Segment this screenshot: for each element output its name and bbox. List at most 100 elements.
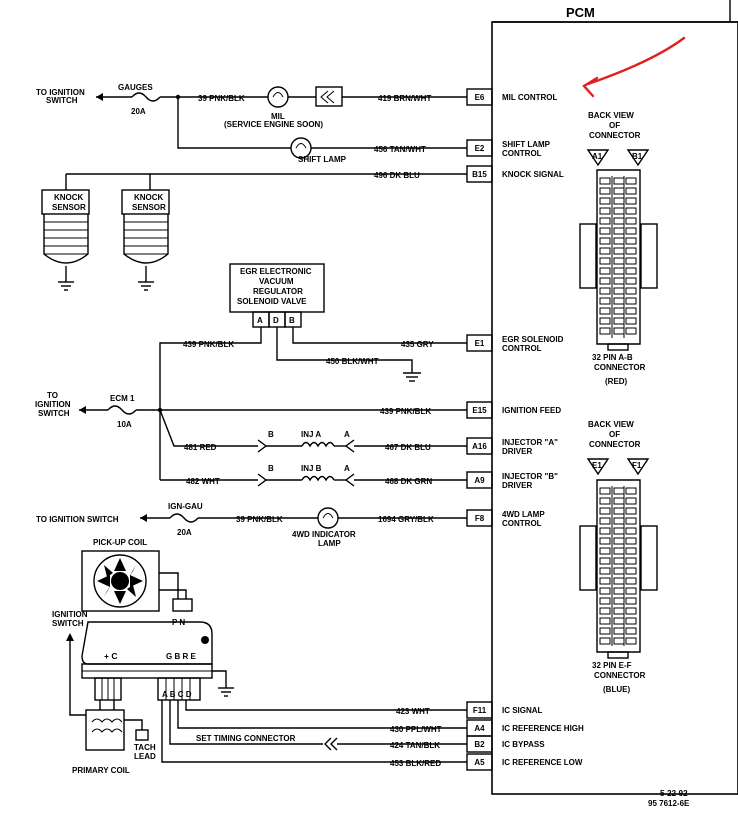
pcm-pin-label: 4WD LAMP (502, 510, 545, 519)
svg-text:B15: B15 (472, 170, 487, 179)
svg-text:32 PIN A-B: 32 PIN A-B (592, 353, 633, 362)
pcm-pin-a9: A9 INJECTOR "B"DRIVER (466, 471, 558, 490)
svg-text:PICK-UP COIL: PICK-UP COIL (93, 538, 147, 547)
svg-text:CONTROL: CONTROL (502, 519, 542, 528)
svg-text:DRIVER: DRIVER (502, 481, 532, 490)
svg-text:G B R E: G B R E (166, 652, 196, 661)
svg-text:467 DK BLU: 467 DK BLU (385, 443, 431, 452)
svg-text:LAMP: LAMP (318, 539, 341, 548)
svg-text:IGN-GAU: IGN-GAU (168, 502, 203, 511)
knock-sensor-1-icon: KNOCK SENSOR (41, 189, 90, 291)
injector-b-coil-icon (301, 475, 335, 482)
pcm-pin-label: IC REFERENCE HIGH (502, 724, 584, 733)
svg-text:424 TAN/BLK: 424 TAN/BLK (390, 741, 440, 750)
svg-text:OF: OF (609, 430, 620, 439)
pcm-pin-b15: B15 KNOCK SIGNAL (466, 165, 564, 183)
svg-text:CONTROL: CONTROL (502, 149, 542, 158)
mil-circuit: TO IGNITION SWITCH GAUGES 20A 39 PNK/BLK… (36, 83, 467, 164)
mil-lamp-icon (267, 86, 289, 108)
svg-text:B2: B2 (474, 740, 485, 749)
svg-text:IGNITION: IGNITION (35, 400, 71, 409)
fuse-icon (131, 92, 161, 102)
svg-text:39 PNK/BLK: 39 PNK/BLK (198, 94, 245, 103)
svg-text:OF: OF (609, 121, 620, 130)
svg-text:IGNITION: IGNITION (52, 610, 88, 619)
knock-sensor-2-icon: KNOCK SENSOR (121, 189, 170, 291)
svg-text:F1: F1 (632, 461, 642, 470)
svg-text:TACH: TACH (134, 743, 156, 752)
pcm-pin-label: KNOCK SIGNAL (502, 170, 564, 179)
svg-text:SWITCH: SWITCH (46, 96, 78, 105)
diagram-code: 95 7612-6E (648, 799, 690, 808)
four-wd-lamp-icon (317, 507, 339, 529)
svg-text:VACUUM: VACUUM (259, 277, 294, 286)
svg-text:E6: E6 (475, 93, 485, 102)
svg-text:439 PNK/BLK: 439 PNK/BLK (183, 340, 234, 349)
fuse-icon (169, 513, 199, 523)
to-ignition-switch-label: TO IGNITION (36, 88, 85, 97)
svg-text:E1: E1 (475, 339, 485, 348)
svg-text:KNOCK: KNOCK (54, 193, 84, 202)
svg-text:SENSOR: SENSOR (52, 203, 86, 212)
svg-text:1694 GRY/BLK: 1694 GRY/BLK (378, 515, 434, 524)
svg-text:A4: A4 (474, 724, 485, 733)
svg-text:32 PIN E-F: 32 PIN E-F (592, 661, 632, 670)
svg-text:D: D (273, 316, 279, 325)
svg-text:TO: TO (47, 391, 58, 400)
svg-text:BACK VIEW: BACK VIEW (588, 420, 634, 429)
svg-text:CONTROL: CONTROL (502, 344, 542, 353)
svg-text:REGULATOR: REGULATOR (253, 287, 303, 296)
svg-text:CONNECTOR: CONNECTOR (589, 440, 641, 449)
svg-text:456 TAN/WHT: 456 TAN/WHT (374, 145, 426, 154)
svg-text:(BLUE): (BLUE) (603, 685, 630, 694)
pcm-pin-label: SHIFT LAMP (502, 140, 551, 149)
svg-text:20A: 20A (177, 528, 192, 537)
svg-text:A16: A16 (472, 442, 487, 451)
svg-text:SET TIMING CONNECTOR: SET TIMING CONNECTOR (196, 734, 296, 743)
svg-text:A: A (344, 430, 350, 439)
pcm-pin-e6: E6 MIL CONTROL (466, 88, 558, 106)
svg-text:INJ A: INJ A (301, 430, 321, 439)
svg-text:B1: B1 (632, 152, 643, 161)
svg-text:F8: F8 (475, 514, 485, 523)
pickup-coil-icon (93, 554, 147, 608)
svg-text:468 DK GRN: 468 DK GRN (385, 477, 432, 486)
pcm-pin-label: INJECTOR "A" (502, 438, 558, 447)
svg-text:CONNECTOR: CONNECTOR (594, 671, 646, 680)
svg-text:10A: 10A (117, 420, 132, 429)
svg-text:DRIVER: DRIVER (502, 447, 532, 456)
svg-text:453 BLK/RED: 453 BLK/RED (390, 759, 441, 768)
svg-text:SWITCH: SWITCH (38, 409, 70, 418)
svg-text:F11: F11 (473, 706, 487, 715)
svg-text:SHIFT LAMP: SHIFT LAMP (298, 155, 347, 164)
connector-ef-back-view: BACK VIEW OF CONNECTOR E1 F1 32 PIN E-F … (579, 420, 658, 694)
pcm-pin-a16: A16 INJECTOR "A"DRIVER (466, 437, 558, 456)
svg-text:TO IGNITION SWITCH: TO IGNITION SWITCH (36, 515, 119, 524)
pcm-pin-label: EGR SOLENOID (502, 335, 564, 344)
svg-text:E1: E1 (592, 461, 602, 470)
pcm-pin-label: MIL CONTROL (502, 93, 558, 102)
pcm-pin-label: IC BYPASS (502, 740, 545, 749)
svg-text:439 PNK/BLK: 439 PNK/BLK (380, 407, 431, 416)
svg-text:MIL: MIL (271, 112, 285, 121)
svg-text:LEAD: LEAD (134, 752, 156, 761)
svg-text:450 BLK/WHT: 450 BLK/WHT (326, 357, 379, 366)
svg-text:A9: A9 (474, 476, 485, 485)
pcm-pin-label: INJECTOR "B" (502, 472, 558, 481)
svg-text:+ C: + C (104, 651, 117, 661)
svg-text:A B C D: A B C D (162, 690, 192, 699)
svg-text:CONNECTOR: CONNECTOR (594, 363, 646, 372)
svg-text:39 PNK/BLK: 39 PNK/BLK (236, 515, 283, 524)
svg-text:GAUGES: GAUGES (118, 83, 153, 92)
svg-text:CONNECTOR: CONNECTOR (589, 131, 641, 140)
diagram-date: 5-22-92 (660, 789, 688, 798)
svg-text:419 BRN/WHT: 419 BRN/WHT (378, 94, 431, 103)
svg-text:482 WHT: 482 WHT (186, 477, 220, 486)
injector-circuit: TO IGNITION SWITCH ECM 1 10A 439 PNK/BLK… (35, 391, 467, 487)
